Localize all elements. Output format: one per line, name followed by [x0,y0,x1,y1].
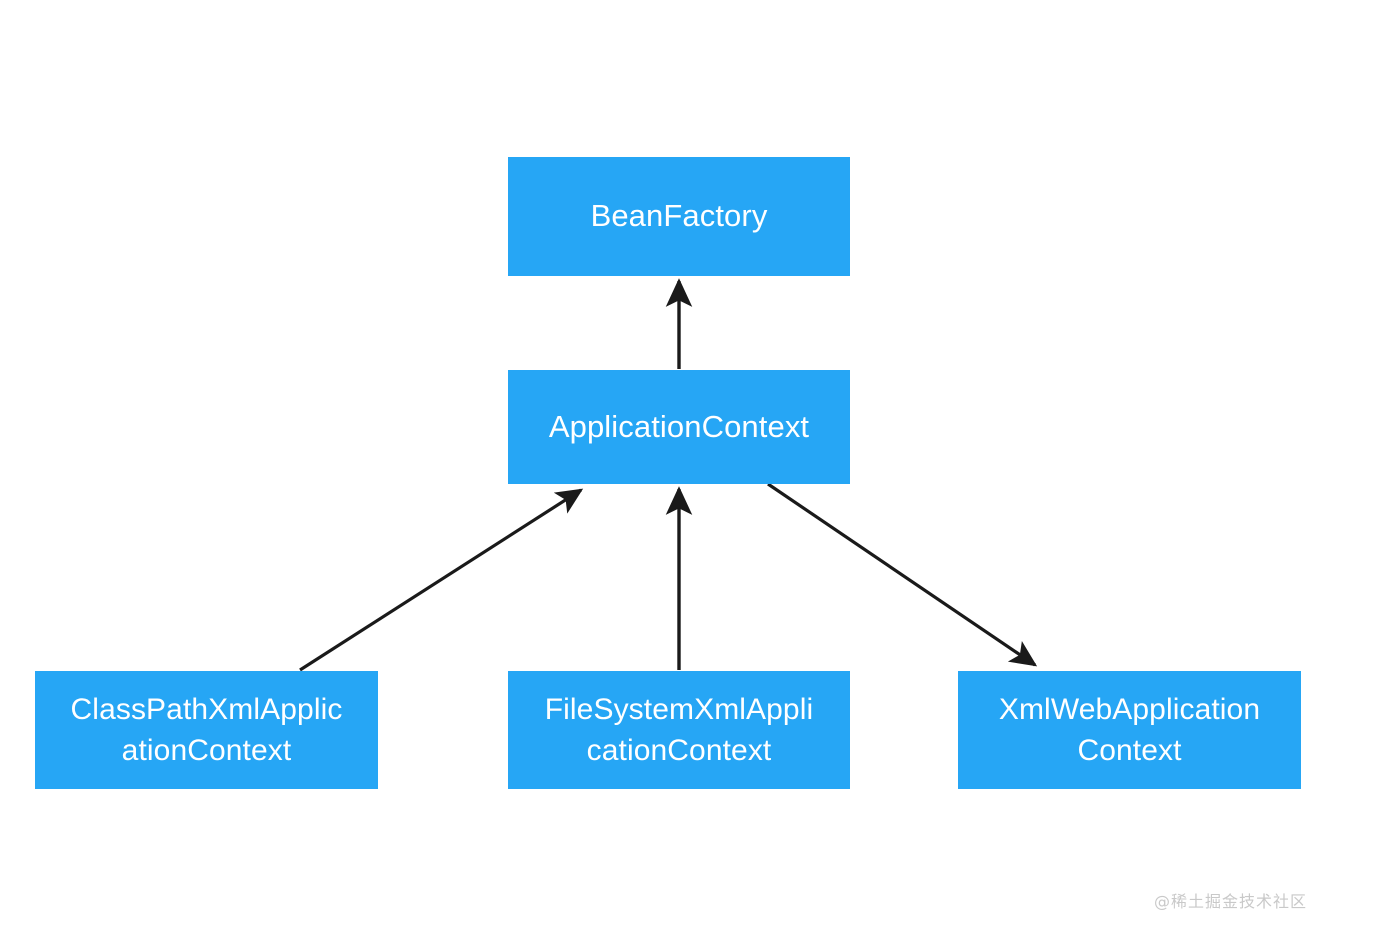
node-xmlwebapplicationcontext-line-2: Context [1077,734,1182,767]
node-filesystemxmlapplicationcontext-label: FileSystemXmlAppli cationContext [508,689,850,772]
watermark: @稀土掘金技术社区 [1153,892,1307,911]
node-xmlwebapplicationcontext-line-1: XmlWebApplication [998,692,1261,726]
node-filesystemxmlapplicationcontext-line-2: cationContext [586,734,772,767]
edge-classpathxml-to-applicationcontext [299,488,584,672]
node-classpathxmlapplicationcontext-line-2: ationContext [121,734,292,767]
node-applicationcontext-label: ApplicationContext [548,408,810,444]
node-classpathxmlapplicationcontext-line-1: ClassPathXmlApplic [70,692,343,726]
node-xmlwebapplicationcontext[interactable]: XmlWebApplication Context [958,671,1301,789]
node-filesystemxmlapplicationcontext[interactable]: FileSystemXmlAppli cationContext [508,671,850,789]
edge-applicationcontext-to-xmlweb [767,482,1038,667]
node-beanfactory[interactable]: BeanFactory [508,157,850,276]
node-filesystemxmlapplicationcontext-line-1: FileSystemXmlAppli [544,692,814,726]
node-classpathxmlapplicationcontext-label: ClassPathXmlApplic ationContext [35,689,378,772]
node-applicationcontext[interactable]: ApplicationContext [508,370,850,484]
node-beanfactory-label: BeanFactory [590,198,768,234]
node-xmlwebapplicationcontext-label: XmlWebApplication Context [958,689,1301,772]
node-classpathxmlapplicationcontext[interactable]: ClassPathXmlApplic ationContext [35,671,378,789]
